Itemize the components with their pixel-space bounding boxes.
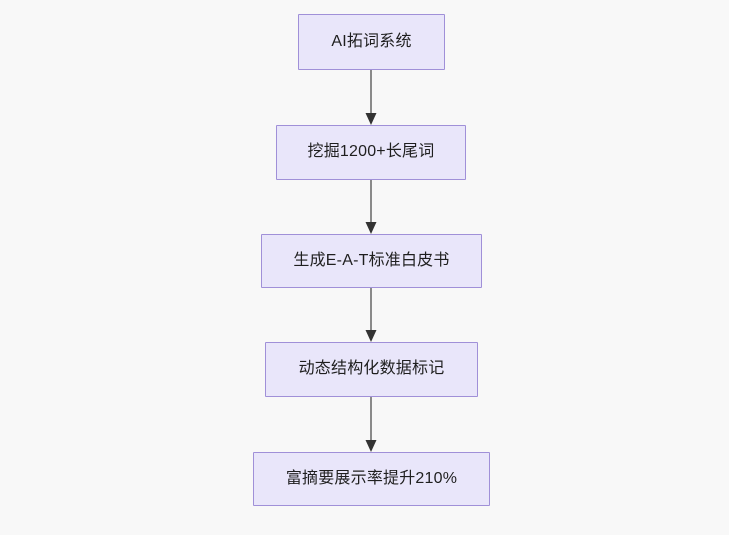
flow-node-label: AI拓词系统 — [331, 32, 412, 50]
edge-n3-n4 — [365, 288, 377, 342]
edge-n4-n5 — [365, 397, 377, 452]
edge-arrowhead-n3-n4 — [365, 330, 377, 342]
flow-node-mine-longtail-keywords[interactable]: 挖掘1200+长尾词 — [276, 125, 466, 180]
flow-node-label: 生成E-A-T标准白皮书 — [293, 251, 450, 269]
edge-arrowhead-n2-n3 — [365, 222, 377, 234]
flow-node-label: 富摘要展示率提升210% — [285, 469, 458, 487]
edge-n1-n2 — [365, 70, 377, 125]
flow-node-ai-keyword-system[interactable]: AI拓词系统 — [298, 14, 445, 70]
edge-arrowhead-n4-n5 — [365, 440, 377, 452]
edge-n2-n3 — [365, 180, 377, 234]
flow-node-rich-snippet-rate-increase[interactable]: 富摘要展示率提升210% — [253, 452, 490, 506]
flow-node-label: 挖掘1200+长尾词 — [307, 143, 435, 160]
flow-node-label: 动态结构化数据标记 — [298, 360, 445, 377]
flow-node-dynamic-structured-data-markup[interactable]: 动态结构化数据标记 — [265, 342, 478, 397]
edge-arrowhead-n1-n2 — [365, 113, 377, 125]
flow-node-generate-eat-whitepaper[interactable]: 生成E-A-T标准白皮书 — [261, 234, 482, 288]
